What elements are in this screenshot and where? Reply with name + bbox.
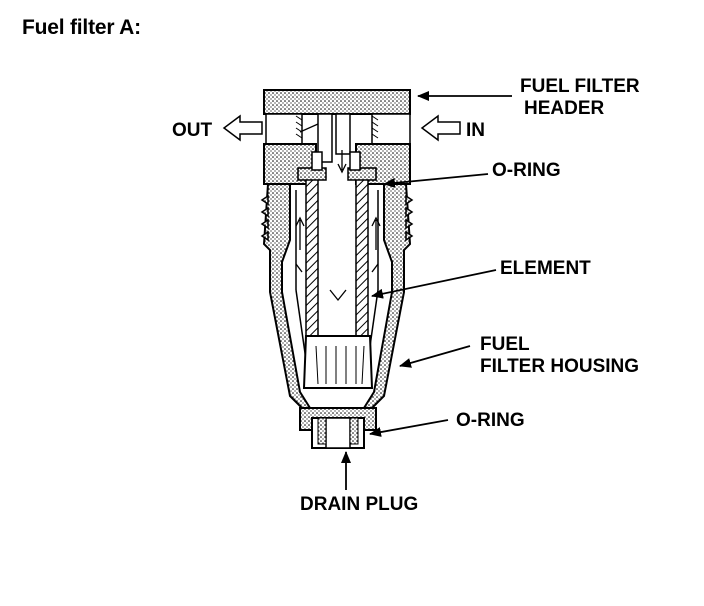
in-label: IN	[466, 120, 485, 141]
housing-label-line2: FILTER HOUSING	[480, 356, 639, 377]
in-arrow	[420, 114, 461, 142]
out-label: OUT	[172, 120, 213, 141]
oring-top-label: O-RING	[492, 160, 561, 181]
element-label: ELEMENT	[500, 258, 591, 279]
header-collar	[263, 143, 411, 185]
out-arrow	[222, 114, 263, 142]
flow-arrows	[295, 123, 381, 302]
oring-bottom-label: O-RING	[456, 410, 525, 431]
leader-lines	[341, 91, 512, 490]
housing-label-line1: FUEL	[480, 334, 530, 355]
drain-plug-label: DRAIN PLUG	[300, 494, 418, 515]
element-bottom-cap	[302, 335, 374, 389]
page-title: Fuel filter A:	[22, 16, 141, 39]
drain-plug-body	[299, 407, 377, 449]
header-label-line1: FUEL FILTER	[520, 76, 640, 97]
header-label-line2: HEADER	[524, 98, 605, 119]
filter-element	[297, 151, 377, 337]
filter-header	[263, 89, 411, 163]
